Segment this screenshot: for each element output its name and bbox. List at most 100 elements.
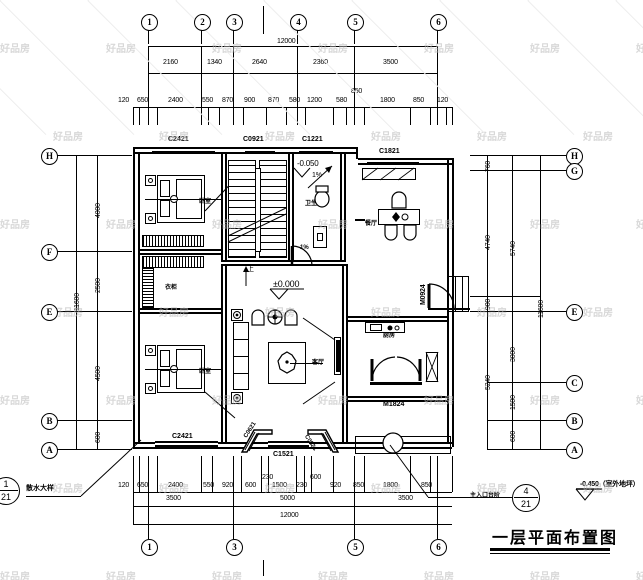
- watermark-text: 好品房: [424, 44, 454, 55]
- stair-direction-label: 上: [247, 265, 254, 273]
- bathroom-door-swing: [290, 245, 313, 267]
- dim-left-1: 2500: [95, 278, 102, 293]
- kitchen-cupboard-x: [425, 351, 439, 383]
- watermark-text: 好品房: [212, 572, 242, 580]
- dim-right-5740: 5740: [510, 241, 517, 256]
- dim-top-fine-9: 580: [336, 97, 348, 104]
- window-C1221-top: [299, 147, 333, 153]
- door-M1824-swing-left: [370, 356, 396, 382]
- dim-top-fine-3: 550: [202, 97, 214, 104]
- dim-top-fine-11: 850: [413, 97, 425, 104]
- bed-lower-pillow-b: [160, 370, 170, 387]
- indoor-elevation-symbol: [269, 288, 304, 300]
- watermark-text: 好品房: [0, 572, 30, 580]
- grid-bubble-top-5: 5: [347, 14, 364, 31]
- grid-bubble-bottom-6: 6: [430, 539, 447, 556]
- indoor-elevation-value: ±0.000: [273, 279, 300, 289]
- watermark-text: 好品房: [106, 572, 136, 580]
- watermark-text: 好品房: [424, 220, 454, 231]
- dim-top-fine-1: 650: [137, 97, 149, 104]
- dim-bot-fine-4: 920: [222, 482, 234, 489]
- watermark-text: 好品房: [0, 396, 30, 407]
- window-label-C2421-bottom: C2421: [172, 433, 193, 440]
- room-label-bathroom: 卫生间: [305, 201, 324, 207]
- door-M1824-threshold: [370, 382, 422, 385]
- bay-window-left: [240, 429, 273, 453]
- window-label-C1221-top: C1221: [302, 136, 323, 143]
- dim-top-bay-3: 2360: [313, 59, 328, 66]
- entry-step-outer: [355, 436, 451, 454]
- side-table-icon: [267, 309, 283, 325]
- wardrobe-upper-b: [142, 256, 204, 268]
- room-label-bedroom-lower: 卧室: [199, 369, 212, 375]
- nightstand-lower-b-lamp: [148, 386, 153, 391]
- dim-bot-fine-9: 850: [353, 482, 365, 489]
- watermark-lattice: [88, 0, 224, 1]
- stair-handrail: [255, 168, 261, 252]
- watermark-text: 好品房: [106, 220, 136, 231]
- grid-bubble-left-H: H: [41, 148, 58, 165]
- bay-window-right: [307, 429, 340, 453]
- watermark-text: 好品房: [371, 132, 401, 143]
- window-C1521-bottom: [268, 441, 309, 447]
- bath-slope-arrow: [307, 165, 333, 189]
- grid-bubble-left-F: F: [41, 244, 58, 261]
- bath-slope-text: 1%: [300, 245, 309, 251]
- grid-bubble-right-G: G: [566, 163, 583, 180]
- window-C2421-bottom: [155, 441, 218, 447]
- dining-chair-bl: [384, 224, 398, 241]
- dim-top-fine-4: 870: [222, 97, 234, 104]
- grid-bubble-right-A: A: [566, 442, 583, 459]
- dim-right-3000: 3000: [510, 347, 517, 362]
- living-leader: [290, 363, 323, 364]
- grid-bubble-top-1: 1: [141, 14, 158, 31]
- room-label-bedroom-upper: 卧室: [199, 199, 212, 205]
- grid-bubble-left-E: E: [41, 304, 58, 321]
- kitchen-stove-icon: [387, 325, 400, 331]
- stair-treads-left: [228, 160, 256, 258]
- dim-top-fine-extra: 850: [351, 88, 363, 95]
- side-porch-sill: [428, 308, 470, 310]
- dim-top-fine-10: 1800: [380, 97, 395, 104]
- bed-lower-pillow-a: [160, 350, 170, 367]
- bed-upper-pillow-a: [160, 180, 170, 197]
- callout-apron-text: 散水大样: [26, 484, 54, 492]
- detail-bubble-entrance-den: 21: [520, 499, 531, 509]
- toilet-icon: [314, 185, 330, 208]
- grid-bubble-top-3: 3: [226, 14, 243, 31]
- watermark-text: 好品房: [477, 132, 507, 143]
- watermark-text: 好品房: [106, 396, 136, 407]
- watermark-text: 好品房: [106, 44, 136, 55]
- dining-chair-top: [391, 191, 407, 209]
- grid-bubble-right-C: C: [566, 375, 583, 392]
- room-label-dining: 餐厅: [365, 221, 378, 227]
- dim-right-5240: 5240: [485, 375, 492, 390]
- nightstand-lower-a-lamp: [148, 348, 153, 353]
- watermark-lattice: [440, 0, 576, 1]
- watermark-lattice: [616, 0, 643, 1]
- dim-top-bay-0: 2160: [163, 59, 178, 66]
- dim-top-fine-8: 1200: [307, 97, 322, 104]
- grid-bubble-left-B: B: [41, 413, 58, 430]
- watermark-text: 好品房: [530, 44, 560, 55]
- dim-top-bay-1: 1340: [207, 59, 222, 66]
- kitchen-sink: [370, 324, 382, 331]
- callout-entrance-text: 主入口台阶: [470, 492, 501, 499]
- entrance-circle-marker: [382, 432, 404, 454]
- grid-bubble-top-6: 6: [430, 14, 447, 31]
- watermark-text: 好品房: [318, 572, 348, 580]
- stair-up-arrow: [243, 266, 249, 286]
- watermark-text: 好品房: [0, 220, 30, 231]
- grid-bubble-bottom-5: 5: [347, 539, 364, 556]
- grid-bubble-bottom-1: 1: [141, 539, 158, 556]
- watermark-text: 好品房: [636, 572, 643, 580]
- dim-right-4740: 4740: [485, 235, 492, 250]
- watermark-text: 好品房: [0, 44, 30, 55]
- wardrobe-upper-a: [142, 235, 204, 247]
- watermark-text: 好品房: [53, 132, 83, 143]
- sink-bowl: [317, 233, 323, 241]
- outdoor-elevation-value: -0.450（室外地坪）: [580, 481, 640, 488]
- grid-bubble-top-4: 4: [290, 14, 307, 31]
- dim-left-0: 4000: [95, 203, 102, 218]
- watermark-text: 好品房: [636, 44, 643, 55]
